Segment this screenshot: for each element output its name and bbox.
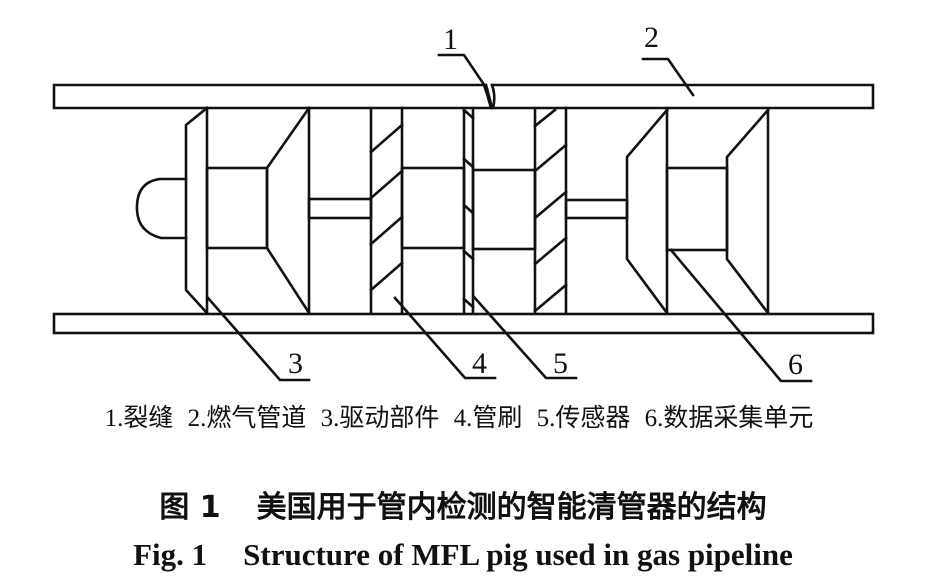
caption-en-fig-number: Fig. 1 bbox=[133, 537, 208, 572]
front-cup bbox=[184, 106, 209, 315]
leader-5 bbox=[472, 295, 578, 380]
caption-chinese: 图 1 美国用于管内检测的智能清管器的结构 bbox=[0, 482, 926, 526]
caption-en-title: Structure of MFL pig used in gas pipelin… bbox=[243, 537, 793, 572]
brush-bristle bbox=[533, 283, 568, 313]
leader-4 bbox=[393, 296, 497, 380]
daq-rear-cup bbox=[725, 108, 770, 315]
brush-bristle bbox=[533, 236, 568, 266]
sensor bbox=[462, 106, 537, 315]
figure-legend: 1.裂缝 2.燃气管道 3.驱动部件 4.管刷 5.传感器 6.数据采集单元 bbox=[0, 398, 926, 434]
callouts: 1 2 3 4 5 6 bbox=[206, 21, 813, 383]
sensor-core bbox=[471, 168, 537, 251]
daq-core bbox=[665, 166, 729, 252]
nose-cap bbox=[135, 177, 188, 240]
brush-bristle bbox=[369, 169, 404, 200]
connector-2 bbox=[564, 198, 629, 220]
callout-label-3: 3 bbox=[288, 347, 303, 380]
brush-bristle bbox=[533, 190, 568, 220]
sensor-hatch bbox=[462, 297, 475, 309]
pipe-bottom-wall bbox=[52, 312, 875, 335]
drive-unit bbox=[135, 106, 373, 315]
brush-bristle bbox=[533, 108, 557, 128]
leader-6 bbox=[669, 248, 813, 383]
daq-front-cup bbox=[625, 108, 669, 315]
sensor-hatch bbox=[462, 203, 475, 215]
data-acquisition-unit bbox=[625, 106, 770, 315]
brush-bristle bbox=[369, 215, 404, 246]
mfl-pig-diagram: 1 2 3 4 5 6 bbox=[52, 21, 875, 383]
pipe-top-wall-left bbox=[52, 83, 493, 110]
leader-2 bbox=[641, 57, 695, 97]
pipe-brush-2 bbox=[533, 106, 629, 315]
callout-label-1: 1 bbox=[443, 23, 458, 56]
sensor-hatch bbox=[462, 157, 475, 169]
drive-core bbox=[205, 166, 269, 250]
sensor-hatch bbox=[462, 249, 475, 261]
pipe-top-wall-right bbox=[490, 83, 875, 110]
brush-core bbox=[400, 166, 466, 250]
brush-bristle bbox=[369, 261, 404, 292]
caption-cn-fig-number: 图 1 bbox=[159, 490, 221, 525]
legend-item: 6.数据采集单元 bbox=[644, 405, 814, 432]
legend-item: 3.驱动部件 bbox=[320, 405, 440, 432]
pipe-brush bbox=[369, 106, 466, 315]
leader-1 bbox=[437, 53, 489, 91]
callout-label-4: 4 bbox=[472, 347, 487, 380]
connector-1 bbox=[307, 197, 373, 220]
callout-label-5: 5 bbox=[553, 347, 568, 380]
legend-item: 4.管刷 bbox=[453, 405, 523, 432]
caption-english: Fig. 1 Structure of MFL pig used in gas p… bbox=[0, 537, 926, 573]
legend-item: 2.燃气管道 bbox=[187, 405, 307, 432]
callout-label-6: 6 bbox=[788, 348, 803, 381]
leader-3 bbox=[206, 296, 311, 382]
sensor-hatch bbox=[462, 108, 475, 120]
caption-cn-title: 美国用于管内检测的智能清管器的结构 bbox=[256, 490, 767, 525]
legend-item: 1.裂缝 bbox=[104, 405, 174, 432]
callout-label-2: 2 bbox=[644, 21, 659, 54]
brush-bristle bbox=[533, 143, 568, 173]
rear-cup bbox=[265, 106, 311, 315]
brush-bristle bbox=[369, 123, 404, 154]
legend-item: 5.传感器 bbox=[536, 405, 631, 432]
